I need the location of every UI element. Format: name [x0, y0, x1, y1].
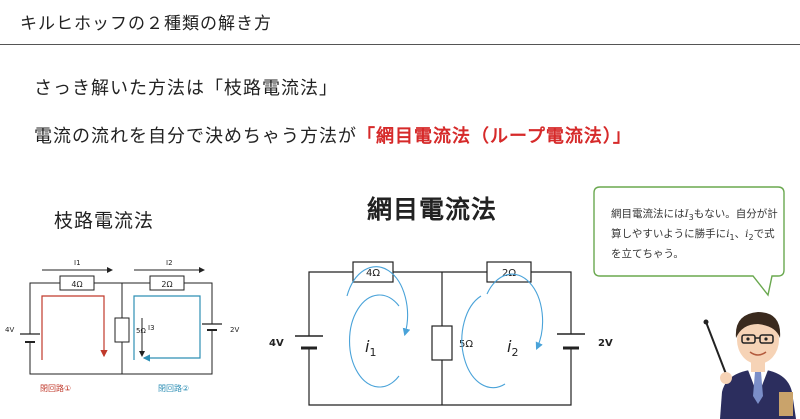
- mesh-battery-v1: 4V: [269, 335, 323, 350]
- loop2-label: 閉回路②: [158, 383, 189, 393]
- branch-current-diagram: 4Ω 2Ω 5Ω 4V 2V I1 I2 I3 閉回路① 閉回路②: [5, 259, 239, 393]
- current-i1: I1: [42, 259, 113, 273]
- loop1-label: 閉回路①: [40, 383, 71, 393]
- branch-method-title: 枝路電流法: [54, 210, 155, 232]
- svg-text:5Ω: 5Ω: [459, 339, 473, 350]
- loop-current-i1: i1: [365, 337, 376, 359]
- loop1-path-red: [41, 295, 108, 360]
- svg-text:I3: I3: [148, 324, 155, 332]
- mesh-current-diagram: 4Ω 2Ω 5Ω 4V 2V i1 i2: [269, 261, 613, 406]
- mesh-resistor-r1: 4Ω: [352, 261, 394, 283]
- current-i3: I3: [139, 318, 155, 357]
- svg-text:5Ω: 5Ω: [136, 327, 146, 335]
- svg-text:I2: I2: [166, 259, 173, 267]
- mesh-circuit-wires: [308, 271, 572, 406]
- branch-resistor-r2: 2Ω: [149, 275, 185, 291]
- title-divider: [0, 44, 800, 45]
- slide-title: キルヒホッフの２種類の解き方: [20, 14, 272, 34]
- svg-text:4Ω: 4Ω: [366, 268, 380, 279]
- line-mesh-method: 電流の流れを自分で決めちゃう方法が「網目電流法（ループ電流法）」: [34, 122, 632, 148]
- svg-text:2Ω: 2Ω: [161, 280, 172, 289]
- current-i2: I2: [134, 259, 205, 273]
- speech-bubble: [593, 186, 785, 297]
- speech-bubble-text: 網目電流法にはI3もない。自分が計算しやすいように勝手にi1、i2で式を立てちゃ…: [611, 208, 778, 261]
- branch-battery-v2: 2V: [202, 323, 239, 334]
- loop-current-i2: i2: [507, 337, 518, 359]
- svg-text:2V: 2V: [230, 326, 239, 334]
- mesh-loop2-arc-right: [486, 273, 544, 351]
- pointer-stick-icon: [705, 321, 727, 375]
- mesh-resistor-r3: 5Ω: [431, 325, 473, 361]
- teacher-character-icon: [703, 312, 796, 419]
- mesh-method-title: 網目電流法: [367, 195, 498, 224]
- mesh-resistor-r2: 2Ω: [486, 261, 532, 283]
- branch-battery-v1: 4V: [5, 326, 40, 343]
- svg-text:2V: 2V: [598, 338, 613, 349]
- branch-circuit-wires: [29, 282, 213, 375]
- branch-resistor-r1: 4Ω: [59, 275, 95, 291]
- line2-prefix: 電流の流れを自分で決めちゃう方法が: [34, 126, 357, 147]
- mesh-loop1-arc-left: [348, 294, 400, 388]
- line2-highlight: 「網目電流法（ループ電流法）」: [357, 126, 632, 147]
- mesh-loop2-arc-left: [461, 295, 506, 389]
- svg-text:4Ω: 4Ω: [71, 280, 82, 289]
- mesh-loop1-arc-top: [346, 266, 411, 337]
- svg-text:2Ω: 2Ω: [502, 268, 516, 279]
- branch-resistor-r3: 5Ω: [114, 317, 146, 343]
- svg-text:I1: I1: [74, 259, 81, 267]
- svg-text:4V: 4V: [269, 338, 284, 349]
- mesh-battery-v2: 2V: [557, 333, 613, 350]
- svg-text:4V: 4V: [5, 326, 14, 334]
- line-branch-method: さっき解いた方法は「枝路電流法」: [34, 78, 338, 99]
- loop2-path-blue: [133, 295, 201, 362]
